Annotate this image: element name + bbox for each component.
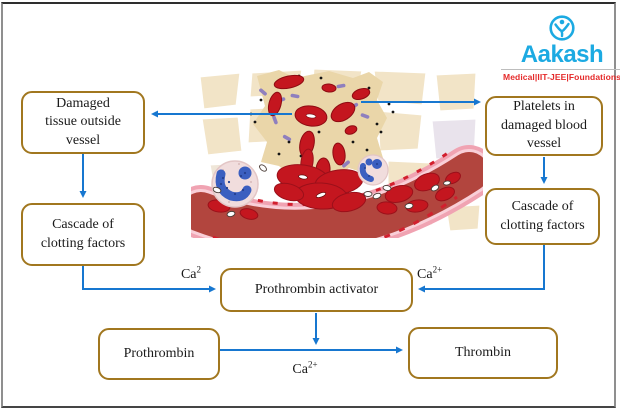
ca-left-sup: 2 [196, 264, 202, 275]
box-prothrombin: Prothrombin [98, 328, 220, 380]
ca-left-base: Ca [180, 267, 197, 282]
ca-bottom-base: Ca [292, 362, 308, 377]
platelets [212, 164, 451, 218]
label-ca-right: Ca2+ [417, 264, 461, 283]
box-damaged-tissue: Damaged tissue outside vessel [21, 91, 145, 154]
wound-red-cells [267, 74, 371, 183]
box-cascade-left: Cascade of clotting factors [21, 203, 145, 266]
label-ca-left: Ca2 [171, 264, 211, 283]
box-platelets: Platelets in damaged blood vessel [485, 96, 603, 156]
box-thrombin: Thrombin [408, 327, 558, 379]
diagram-frame: Damaged tissue outside vessel Platelets … [1, 2, 620, 408]
box-prothrombin-activator: Prothrombin activator [220, 268, 413, 312]
aakash-logo: Aakash Medical|IIT-JEE|Foundations [501, 14, 620, 82]
ca-bottom-sup: 2+ [307, 359, 318, 370]
ca-right-base: Ca [417, 267, 433, 282]
aakash-logo-icon [549, 15, 575, 41]
lumen-red-cells [207, 148, 461, 220]
label-ca-bottom: Ca2+ [283, 359, 327, 378]
box-cascade-right: Cascade of clotting factors [485, 188, 600, 245]
ca-right-sup: 2+ [432, 264, 443, 275]
blood-vessel-illustration [191, 66, 483, 238]
white-blood-cells [211, 154, 389, 208]
aakash-logo-tagline: Medical|IIT-JEE|Foundations [501, 69, 620, 82]
aakash-logo-text: Aakash [520, 41, 604, 68]
